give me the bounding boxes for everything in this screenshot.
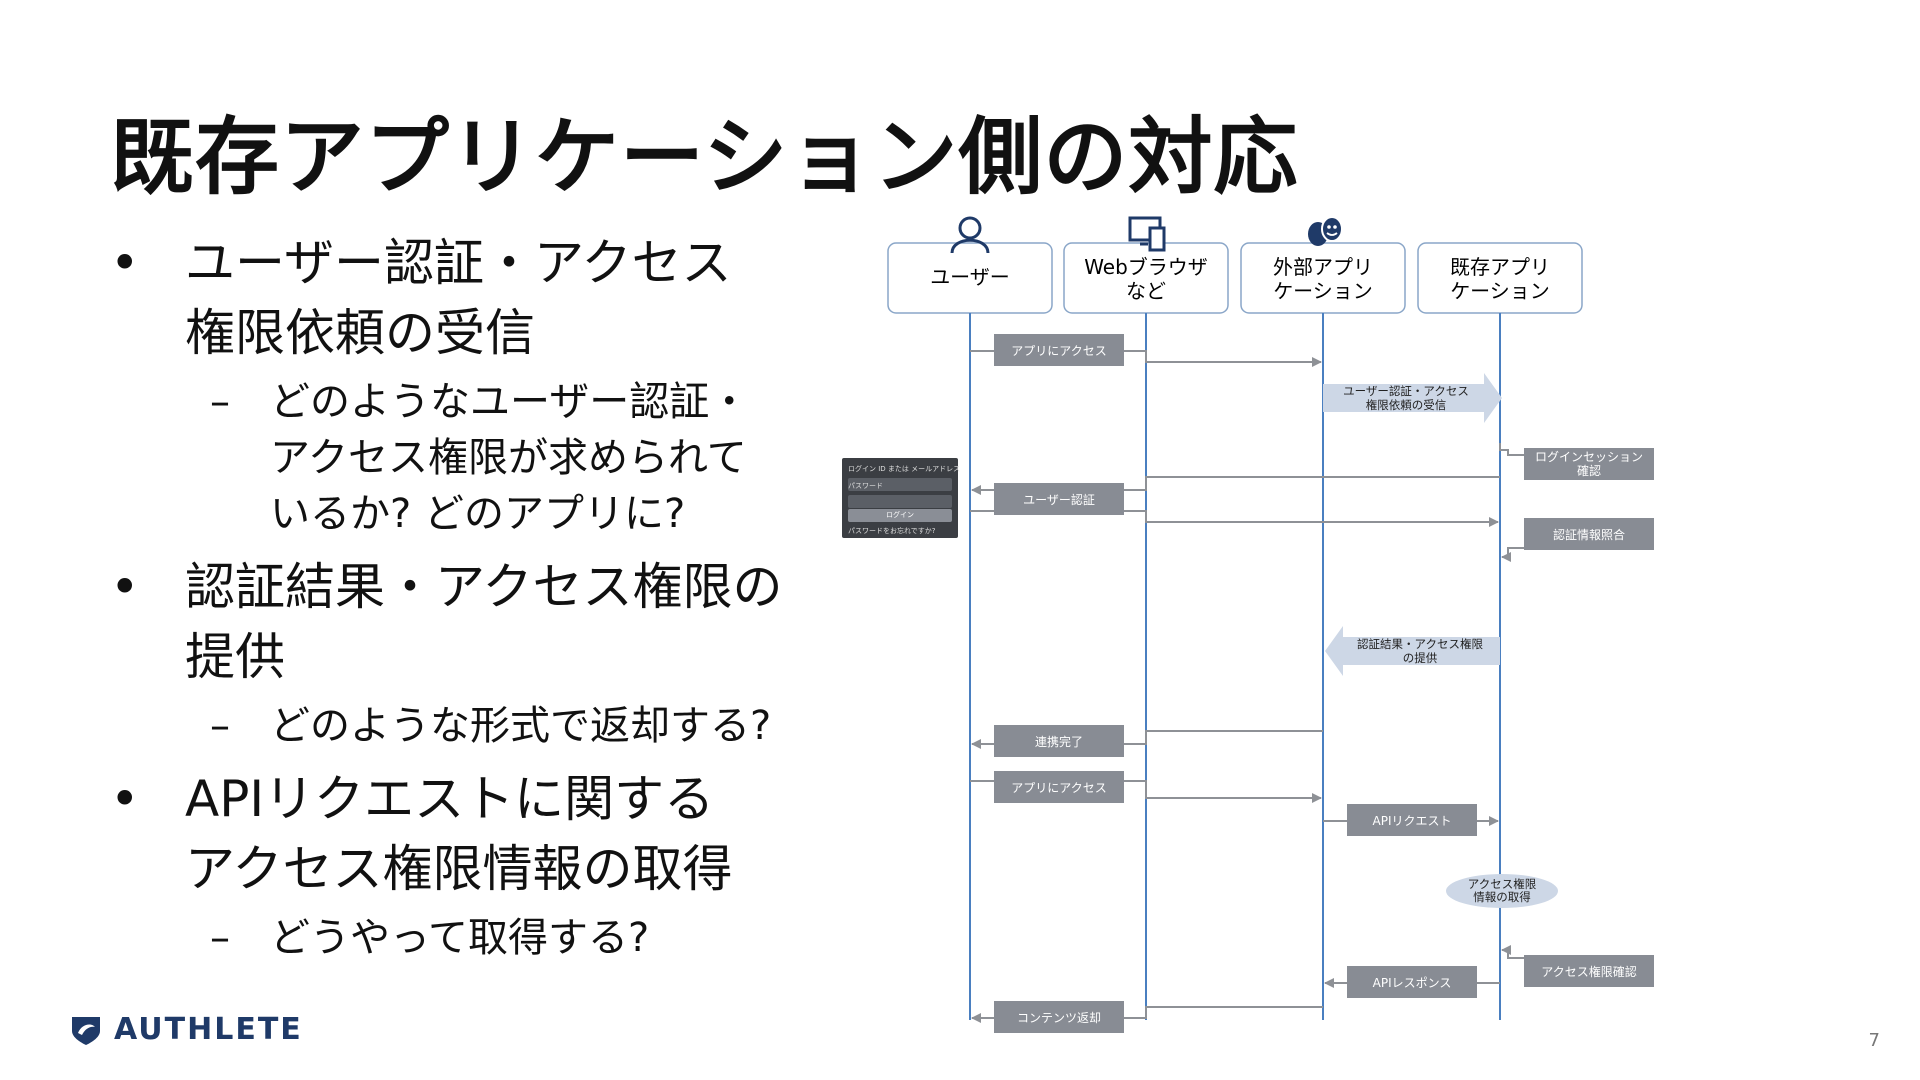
devices-icon (1128, 216, 1166, 252)
actor-external-app: 外部アプリ ケーション (1240, 242, 1406, 314)
sub-bullet-text: どうやって取得する? (270, 915, 650, 961)
page-title: 既存アプリケーション側の対応 (110, 108, 1299, 206)
bullet-item: 認証結果・アクセス権限の 提供 (110, 552, 810, 692)
authlete-logo: AUTHLETE (68, 1012, 303, 1047)
msg-content-return: コンテンツ返却 (994, 1001, 1124, 1033)
lifelines (969, 313, 1501, 1020)
sub-bullet-text: どのような形式で返却する? (270, 703, 772, 749)
callout-text: アクセス権限 (1468, 877, 1537, 891)
actor-label: ケーション (1450, 279, 1550, 303)
bullet-text: アクセス権限情報の取得 (185, 840, 733, 898)
callout-text: の提供 (1403, 651, 1438, 665)
sub-bullet-text: アクセス権限が求められて (270, 435, 747, 481)
bullet-text: 提供 (185, 628, 285, 686)
msg-api-request: APIリクエスト (1347, 804, 1477, 836)
bullet-item: APIリクエストに関する アクセス権限情報の取得 (110, 764, 810, 904)
msg-user-auth: ユーザー認証 (994, 483, 1124, 515)
login-button: ログイン (848, 509, 952, 522)
sub-bullet-item: どのようなユーザー認証・ アクセス権限が求められて いるか? どのアプリに? (110, 374, 810, 542)
sub-bullet-item: どのような形式で返却する? (110, 698, 810, 754)
actor-label: ユーザー (930, 265, 1010, 289)
msg-label: 認証情報照合 (1553, 527, 1625, 542)
theater-masks-icon (1308, 216, 1343, 246)
callout-text: 認証結果・アクセス権限 (1357, 637, 1483, 651)
msg-label: APIレスポンス (1373, 976, 1452, 990)
actor-browser: Webブラウザ など (1063, 242, 1229, 314)
msg-label: アクセス権限確認 (1541, 964, 1636, 979)
logo-text: AUTHLETE (114, 1012, 303, 1047)
callout-text: ユーザー認証・アクセス (1343, 384, 1469, 398)
msg-label: 確認 (1577, 463, 1601, 478)
person-icon (950, 216, 990, 254)
forgot-password-link: パスワードをお忘れですか? (848, 527, 936, 535)
callout-text: 権限依頼の受信 (1366, 398, 1447, 412)
sub-bullet-text: いるか? どのアプリに? (270, 491, 686, 537)
password-field (848, 495, 952, 508)
callout-text: 情報の取得 (1473, 890, 1531, 904)
bullet-text: ユーザー認証・アクセス (185, 234, 732, 292)
actor-label: Webブラウザ (1084, 255, 1208, 279)
msg-label: APIリクエスト (1373, 814, 1452, 828)
msg-link-complete: 連携完了 (994, 725, 1124, 757)
bullet-text: APIリクエストに関する (185, 770, 715, 828)
actor-label: ケーション (1273, 279, 1373, 303)
actor-user: ユーザー (887, 242, 1053, 314)
callout-auth-result: 認証結果・アクセス権限 の提供 (1325, 626, 1500, 676)
msg-api-response: APIレスポンス (1347, 966, 1477, 998)
msg-access-check: アクセス権限確認 (1524, 955, 1654, 987)
msg-label: ユーザー認証 (1023, 492, 1095, 507)
actor-label: 既存アプリ (1450, 255, 1550, 279)
sub-bullet-text: どのようなユーザー認証・ (270, 379, 750, 425)
arrow-login-session-self (1499, 443, 1543, 456)
bullet-text: 認証結果・アクセス権限の (185, 558, 783, 616)
actor-existing-app: 既存アプリ ケーション (1417, 242, 1583, 314)
msg-label: アプリにアクセス (1011, 781, 1106, 795)
msg-label: アプリにアクセス (1011, 344, 1106, 358)
login-id-label: ログイン ID または メールアドレス (848, 465, 961, 473)
bullet-text: 権限依頼の受信 (185, 304, 535, 362)
msg-label: コンテンツ返却 (1017, 1011, 1101, 1025)
logo-icon (72, 1016, 100, 1045)
msg-label: 連携完了 (1035, 734, 1083, 749)
msg-auth-match: 認証情報照合 (1524, 518, 1654, 550)
msg-label: ログインセッション (1535, 450, 1643, 464)
actor-label: 外部アプリ (1273, 255, 1373, 279)
login-form-thumbnail: ログイン ID または メールアドレス パスワード ログイン パスワードをお忘れ… (842, 458, 961, 538)
bullet-item: ユーザー認証・アクセス 権限依頼の受信 (110, 228, 810, 368)
callout-auth-request: ユーザー認証・アクセス 権限依頼の受信 (1323, 373, 1502, 423)
page-number: 7 (1868, 1030, 1880, 1051)
login-id-field (848, 478, 952, 491)
msg-access-app: アプリにアクセス (994, 334, 1124, 366)
sub-bullet-item: どうやって取得する? (110, 910, 810, 966)
bullet-list: ユーザー認証・アクセス 権限依頼の受信 どのようなユーザー認証・ アクセス権限が… (110, 228, 810, 976)
actor-label: など (1126, 279, 1166, 303)
msg-login-session: ログインセッション 確認 (1524, 448, 1654, 480)
msg-access-app-2: アプリにアクセス (994, 771, 1124, 803)
password-label: パスワード (848, 482, 883, 490)
callout-access-info: アクセス権限 情報の取得 (1446, 874, 1558, 908)
